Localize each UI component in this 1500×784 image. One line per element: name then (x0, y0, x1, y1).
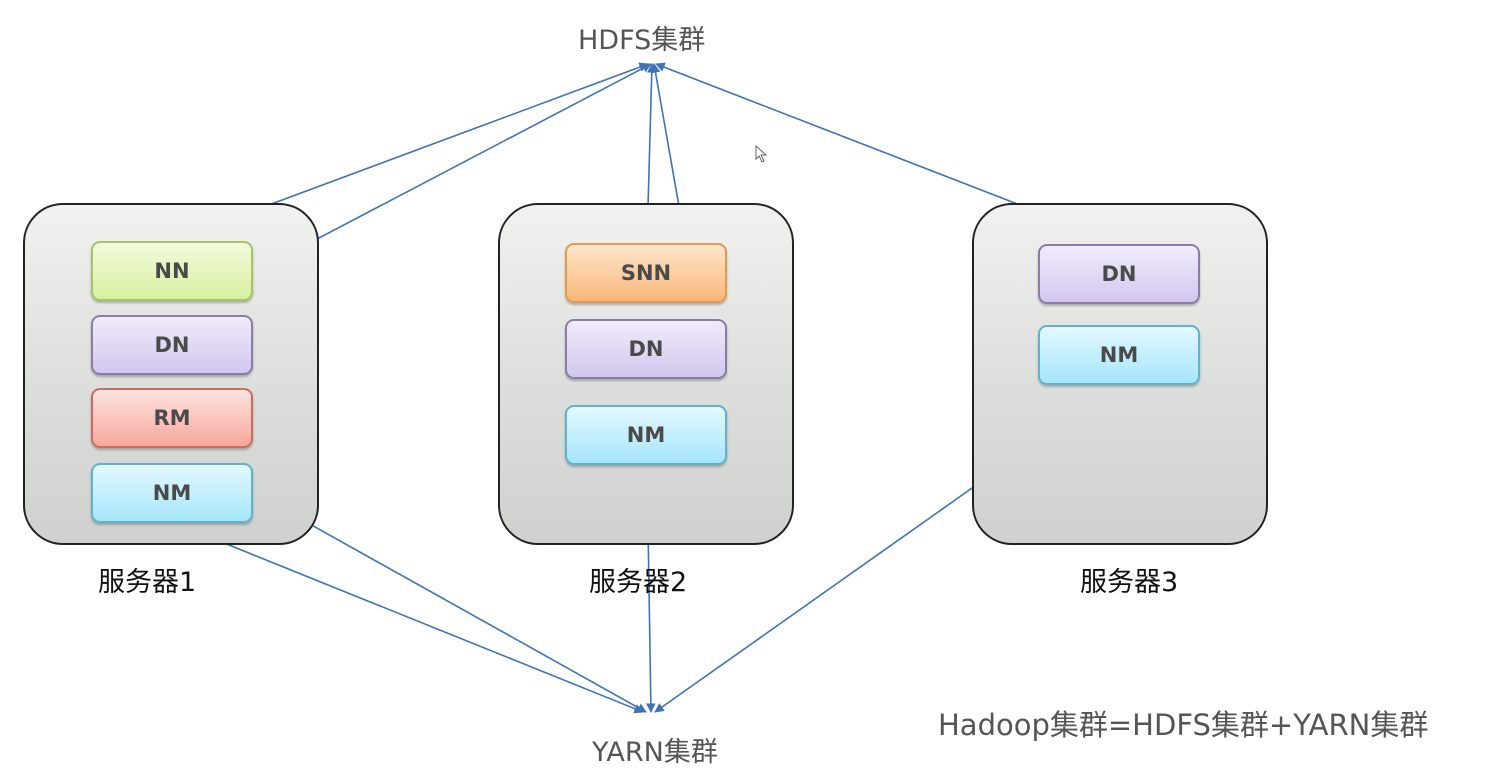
yarn-cluster-label: YARN集群 (592, 737, 718, 768)
server1-rm-node: RM (91, 388, 253, 448)
server3-dn-node: DN (1038, 244, 1200, 304)
hdfs-cluster-label: HDFS集群 (578, 25, 706, 56)
formula-text: Hadoop集群=HDFS集群+YARN集群 (938, 708, 1429, 742)
server3-nm-node: NM (1038, 325, 1200, 385)
server3-label: 服务器3 (1080, 567, 1179, 598)
server1-label: 服务器1 (98, 567, 197, 598)
mouse-pointer-icon (755, 145, 768, 163)
server1-nn-node: NN (91, 241, 253, 301)
server2-snn-node: SNN (565, 243, 727, 303)
link-server1-nm-yarn (171, 521, 644, 714)
server2-dn-node: DN (565, 319, 727, 379)
server1-dn-node: DN (91, 315, 253, 375)
server2-label: 服务器2 (589, 567, 688, 598)
server1-nm-node: NM (91, 463, 253, 523)
server2-nm-node: NM (565, 405, 727, 465)
